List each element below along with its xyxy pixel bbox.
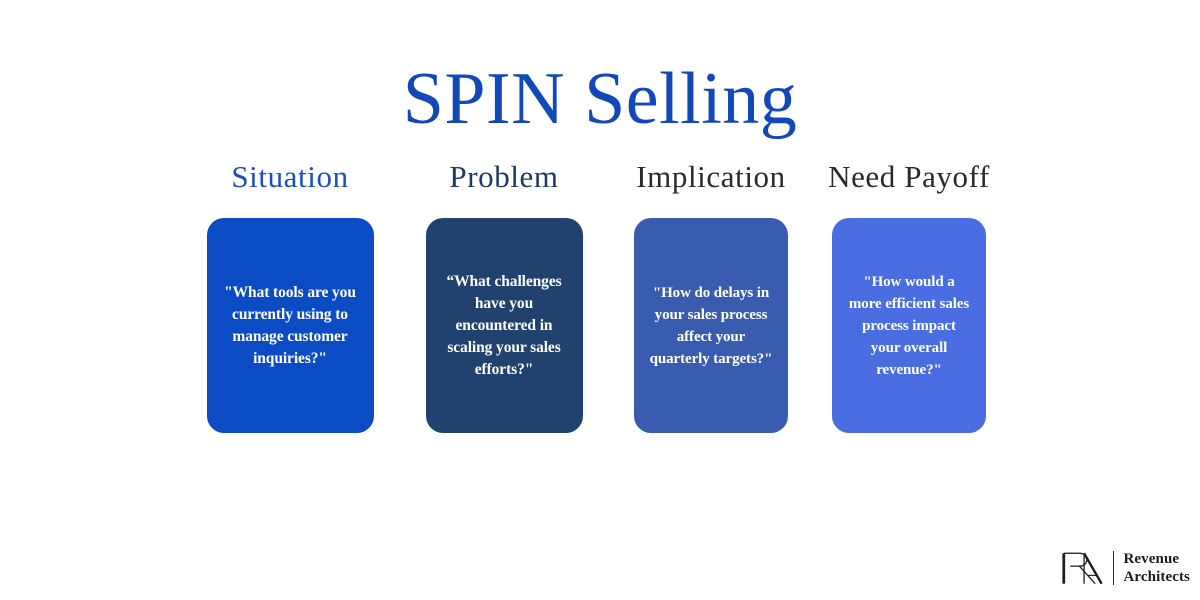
question-text-need-payoff: "How would a more efficient sales proces… <box>848 273 970 378</box>
ra-monogram-icon <box>1062 552 1103 585</box>
logo-line-1: Revenue <box>1123 551 1180 567</box>
spin-column-situation: Situation "What tools are you currently … <box>195 158 385 433</box>
spin-columns: Situation "What tools are you currently … <box>195 158 1005 448</box>
question-card-need-payoff[interactable]: "How would a more efficient sales proces… <box>832 218 986 433</box>
question-text-situation: "What tools are you currently using to m… <box>224 283 356 367</box>
page-title: SPIN Selling <box>402 58 798 140</box>
column-heading-problem: Problem <box>449 159 559 194</box>
column-heading-need-payoff: Need Payoff <box>828 159 990 194</box>
logo-divider <box>1112 551 1115 585</box>
column-heading-situation: Situation <box>231 159 349 194</box>
question-card-implication[interactable]: "How do delays in your sales process aff… <box>634 218 788 433</box>
question-card-situation[interactable]: "What tools are you currently using to m… <box>206 218 374 433</box>
spin-column-implication: Implication "How do delays in your sales… <box>623 158 799 433</box>
question-card-problem[interactable]: “What challenges have you encountered in… <box>425 218 583 433</box>
column-heading-implication: Implication <box>636 159 786 194</box>
question-text-implication: "How do delays in your sales process aff… <box>649 284 773 367</box>
question-text-problem: “What challenges have you encountered in… <box>446 272 562 378</box>
spin-column-problem: Problem “What challenges have you encoun… <box>409 158 599 433</box>
logo-wordmark: Revenue Architects <box>1123 550 1190 586</box>
spin-column-need-payoff: Need Payoff "How would a more efficient … <box>821 158 997 433</box>
revenue-architects-logo: Revenue Architects <box>1061 546 1190 590</box>
logo-line-2: Architects <box>1123 569 1190 585</box>
